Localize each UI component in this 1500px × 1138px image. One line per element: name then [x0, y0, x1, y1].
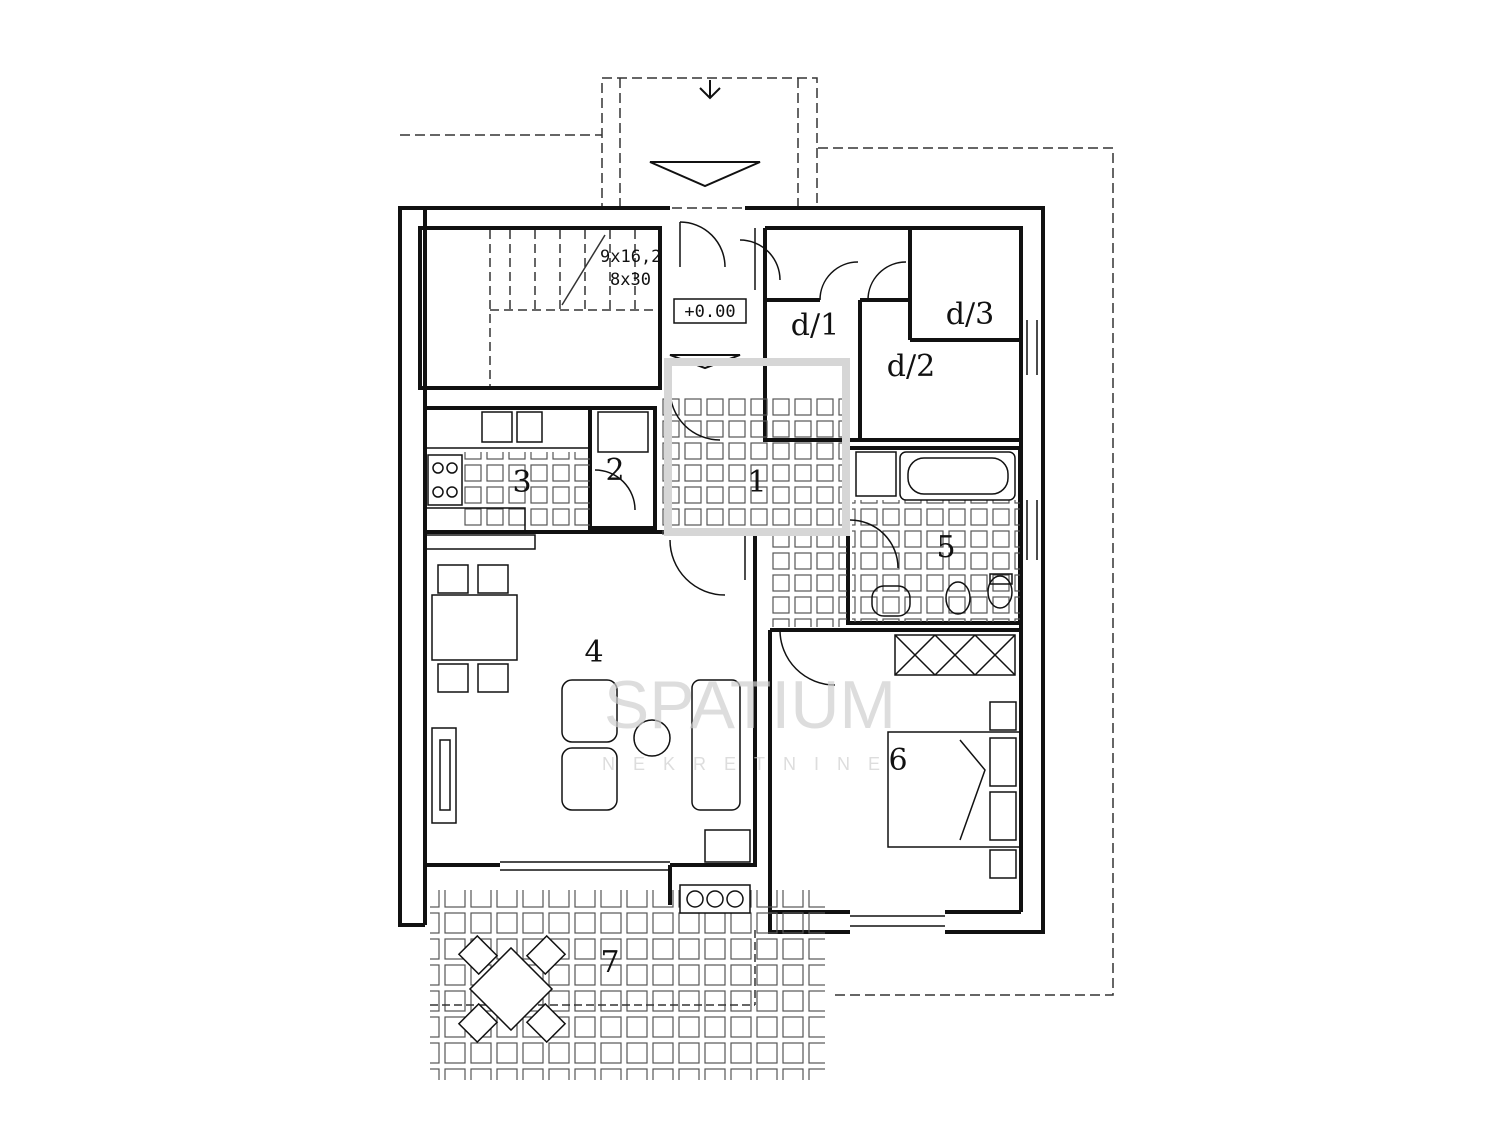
- room-label-d1: d/1: [791, 308, 839, 343]
- room-label-6: 6: [888, 743, 907, 778]
- room-label-1: 1: [747, 465, 766, 500]
- room-label-5: 5: [936, 530, 955, 565]
- room-label-7: 7: [600, 945, 619, 980]
- watermark-tagline: NEKRETNINE: [602, 754, 898, 774]
- staircase: [489, 230, 658, 386]
- watermark: SPATIUM NEKRETNINE: [602, 358, 898, 774]
- terrace-furniture: [457, 884, 751, 1044]
- stair-risers-label: 9x16,2: [600, 247, 661, 267]
- bathroom-fixtures: [855, 451, 1016, 617]
- room-label-d3: d/3: [946, 297, 994, 332]
- room-label-d2: d/2: [887, 349, 935, 384]
- level-label: +0.00: [684, 302, 735, 322]
- room-label-4: 4: [584, 635, 603, 670]
- stair-treads-label: 8x30: [610, 270, 651, 290]
- room-label-2: 2: [605, 453, 624, 488]
- site-outline: [400, 77, 1114, 996]
- kitchen-fixtures: [424, 407, 649, 550]
- bedroom-furniture: [887, 634, 1021, 879]
- watermark-brand: SPATIUM: [604, 667, 896, 743]
- level-box: [673, 298, 747, 324]
- room-label-3: 3: [512, 465, 531, 500]
- living-furniture: [431, 564, 751, 863]
- entrance-arrows: [649, 80, 761, 370]
- windows: [500, 228, 1038, 927]
- doors: [594, 221, 907, 686]
